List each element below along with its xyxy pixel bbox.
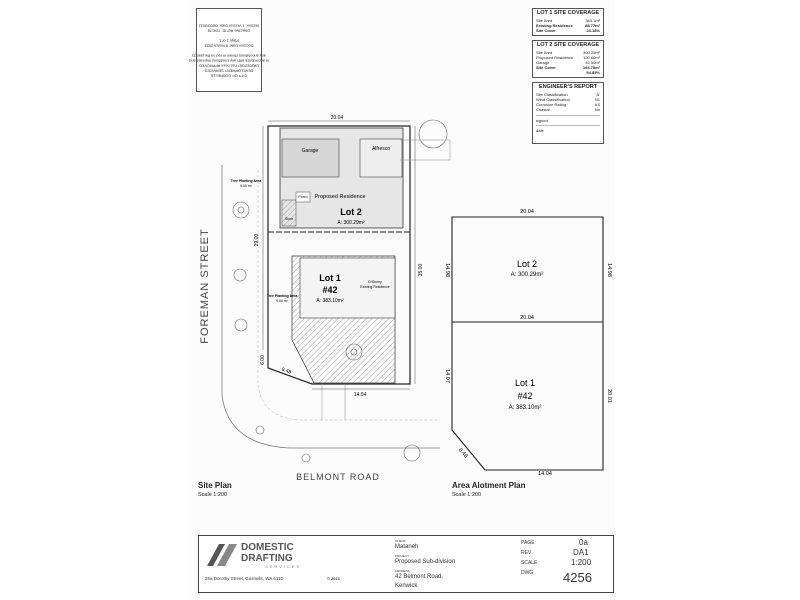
panel-row-value: 120.60m² — [583, 55, 600, 60]
dwg-label: DWG — [521, 570, 534, 576]
panel-row-value: 54.85% — [586, 70, 600, 75]
panel-row: Corrosion Rating AS — [536, 102, 600, 107]
stamp-line — [188, 33, 270, 38]
foreman-street-label: FOREMAN STREET — [199, 228, 211, 344]
copyright: © 2021 — [327, 576, 340, 581]
client-value: Mataneh — [395, 544, 419, 550]
panel-row-value: 'A' — [595, 92, 600, 97]
stamp-line: DA2022/367 has been APPROVED — [199, 63, 259, 68]
panel-row: Site Area 300.29m² — [536, 50, 600, 55]
page-label: PAGE — [521, 540, 535, 546]
panel-row-value: No — [594, 107, 600, 112]
address-value: 42 Belmont Road, — [395, 574, 444, 580]
panel-row-label: Site Cover — [536, 28, 556, 33]
panel-row: Site Classification 'A' — [536, 92, 600, 97]
company-address: 25a Dorothy Street, Gosnells, WA 6110 — [205, 576, 284, 581]
panel-row-label: Site Area — [536, 50, 553, 55]
site-plan-title: Site Plan — [198, 481, 232, 490]
panel-row-label: Garage — [536, 60, 550, 65]
panel-row-value: 383.1m² — [585, 18, 600, 23]
stamp-line: any annotations shown in red on the plan… — [192, 53, 266, 58]
panel-row-value: N1 — [594, 97, 600, 102]
panel-row-value: 42.50m² — [585, 60, 600, 65]
area-plan-title: Area Alotment Plan — [452, 481, 526, 490]
lot1-coverage-title: LOT 1 SITE COVERAGE — [536, 10, 600, 16]
panel-row: Existing Residence 88.77m² — [536, 23, 600, 28]
stamp-line: in accordance with any conditions impose… — [189, 58, 269, 63]
panel-row-value: 88.77m² — [585, 23, 600, 28]
panel-row-value: 300.29m² — [583, 50, 600, 55]
rev-value: DA1 — [573, 548, 589, 557]
rev-label: REV — [521, 550, 532, 556]
stamp-line: Decision Date: 8 March 2022 — [204, 43, 254, 48]
engineer-date-label: date — [536, 125, 600, 133]
company-logo-icon — [207, 544, 237, 566]
stamp-line: CITY OF GOSNELLS — [210, 73, 248, 78]
panel-row: Coastal No — [536, 107, 600, 112]
panel-row-label: Proposed Residence — [536, 55, 574, 60]
client-label: CLIENT — [395, 539, 406, 543]
stamp-line: DEVELOPMENT SERVICES — [204, 68, 254, 73]
scale-label: SCALE — [521, 560, 538, 566]
stamp-line: Objective Ref ID: 724178 — [207, 28, 251, 33]
panel-row-label: Site Area — [536, 18, 553, 23]
company-name-2: DRAFTING — [241, 553, 293, 564]
project-value: Proposed Sub-division — [395, 559, 456, 565]
stamp-line: Page 1 of 1 — [219, 38, 239, 43]
scale-value: 1:200 — [571, 558, 592, 567]
page-value: 0a — [579, 538, 588, 547]
panel-row-label: Existing Residence — [536, 23, 573, 28]
panel-row: Wind Classification N1 — [536, 97, 600, 102]
engineer-signed-label: signed — [536, 115, 600, 123]
panel-row-value: AS — [594, 102, 600, 107]
address-label: ADDRESS — [395, 569, 410, 573]
panel-row-label: Corrosion Rating — [536, 102, 567, 107]
company-name-1: DOMESTIC — [241, 542, 294, 553]
panel-row: Site Cover 164.75m² — [536, 65, 600, 70]
company-name-3: SERVICES — [265, 564, 302, 569]
panel-row: Site Area 383.1m² — [536, 18, 600, 23]
dwg-value: 4256 — [563, 570, 592, 585]
panel-row: Garage 42.50m² — [536, 60, 600, 65]
panel-row: Proposed Residence 120.60m² — [536, 55, 600, 60]
panel-row-label: Site Classification — [536, 92, 568, 97]
lot2-coverage-title: LOT 2 SITE COVERAGE — [536, 42, 600, 48]
panel-row-value: 23.18% — [586, 28, 600, 33]
panel-row-label: Site Cover — [536, 65, 556, 70]
panel-row-label: Wind Classification — [536, 97, 570, 102]
panel-row: Site Cover 23.18% — [536, 28, 600, 33]
belmont-road-label: BELMONT ROAD — [296, 472, 380, 482]
engineer-report-title: ENGINEER'S REPORT — [538, 84, 598, 90]
area-plan-scale: Scale 1:200 — [452, 492, 482, 498]
stamp-line: Version: 1 Version Date: 08/03/2022 — [198, 23, 260, 28]
panel-row-value: 164.75m² — [582, 65, 600, 70]
project-label: PROJECT — [395, 554, 410, 558]
title-block: DOMESTIC DRAFTING SERVICES 25a Dorothy S… — [198, 535, 614, 593]
panel-row-label: Coastal — [536, 107, 550, 112]
panel-row: 54.85% — [536, 70, 600, 75]
site-plan-scale: Scale 1:200 — [198, 492, 228, 498]
suburb-value: Kenwick — [395, 583, 418, 589]
engineer-report-panel: ENGINEER'S REPORT Site Classification 'A'… — [532, 82, 604, 144]
